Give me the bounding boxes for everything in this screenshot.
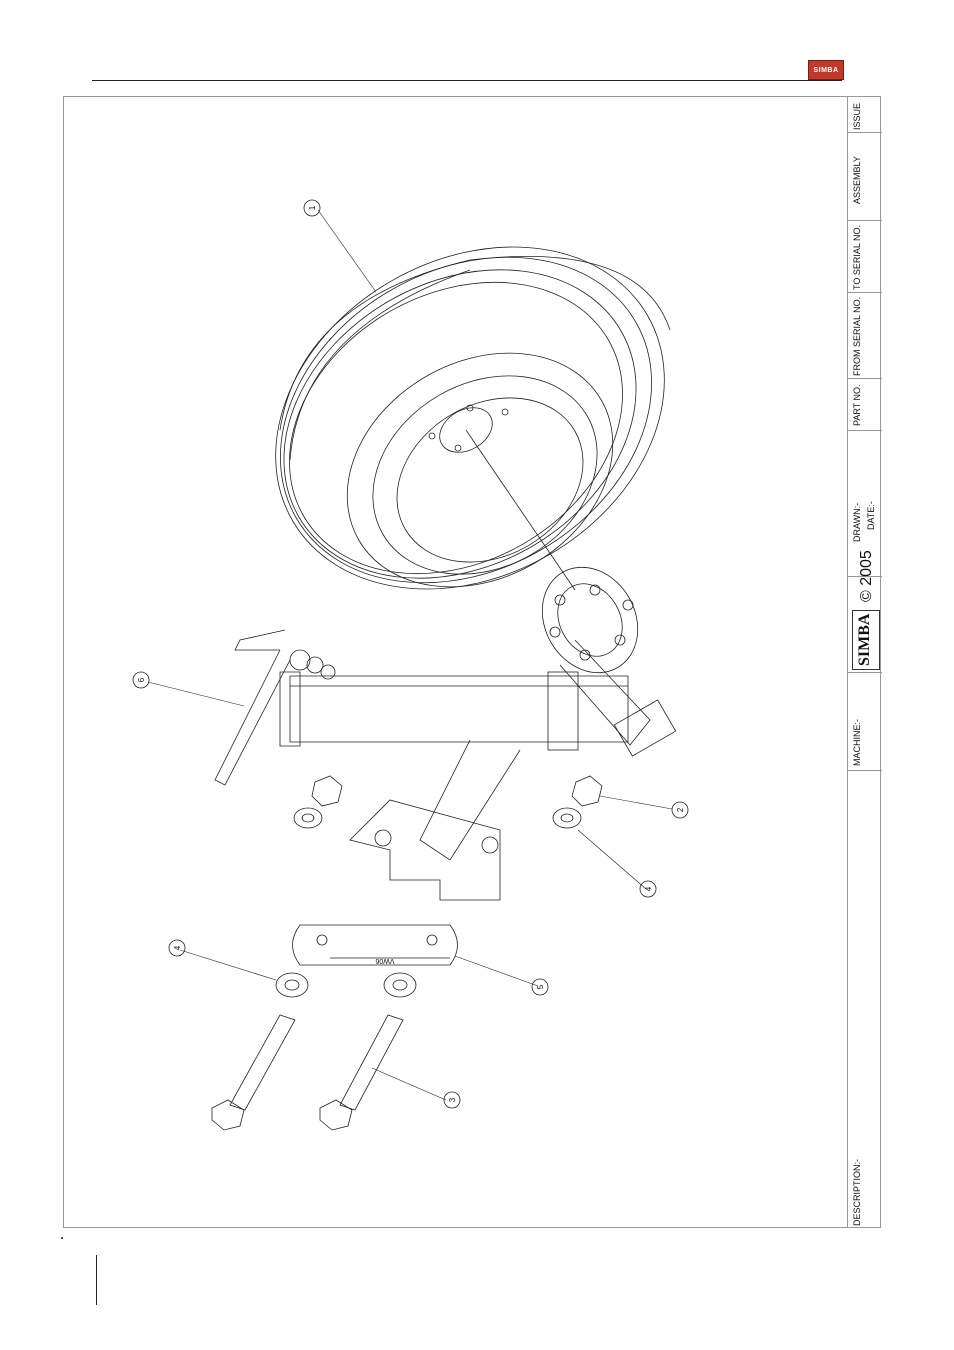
bolts [212,1015,403,1130]
stub-arm [280,672,628,900]
callout-5: 5 [536,984,545,989]
clamp-plate [293,925,458,965]
callout-4-left: 4 [173,945,182,950]
wheel-tyre [213,179,726,658]
leader-lines [148,210,672,1100]
callout-6: 6 [137,677,146,682]
chain-handle [215,630,335,785]
callout-4-right: 4 [644,886,653,891]
callout-1: 1 [308,205,317,210]
callout-circles [133,200,688,1108]
axle-stub [466,430,676,756]
plate-marking: VW06 [375,957,394,964]
callout-3: 3 [448,1097,457,1102]
callout-2: 2 [676,807,685,812]
nuts-washers [276,776,602,997]
